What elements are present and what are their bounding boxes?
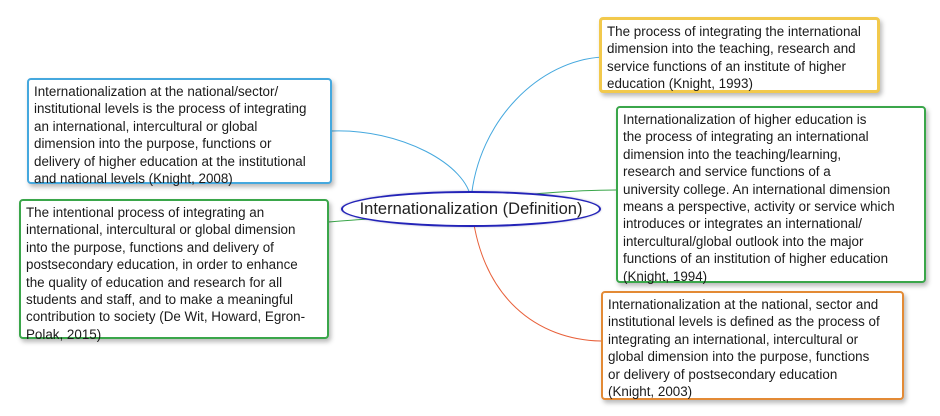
definition-knight-1994[interactable]: Internationalization of higher education…	[616, 106, 926, 284]
central-topic[interactable]: Internationalization (Definition)	[341, 191, 601, 227]
definition-knight-2003[interactable]: Internationalization at the national, se…	[601, 291, 904, 400]
connector-to-knight-2008	[330, 130, 472, 201]
definition-knight-1993[interactable]: The process of integrating the internati…	[599, 17, 880, 93]
connector-to-knight-1993	[470, 56, 604, 201]
definition-dewit-2015[interactable]: The intentional process of integrating a…	[19, 199, 329, 342]
definition-knight-2008[interactable]: Internationalization at the national/sec…	[27, 78, 332, 186]
connector-to-knight-2003	[470, 199, 602, 342]
